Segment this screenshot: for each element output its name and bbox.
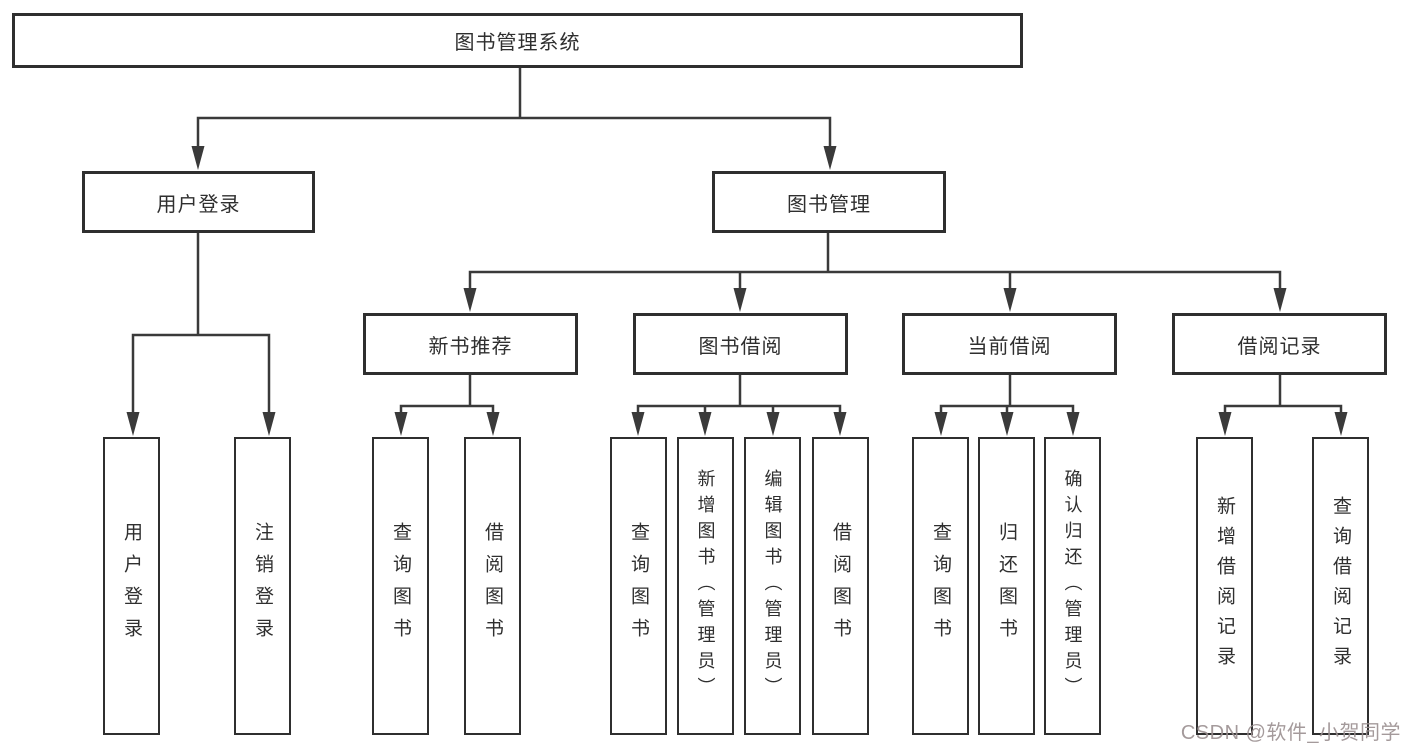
node-user-login: 用户登录	[82, 171, 315, 233]
leaf-query-books-borrowing: 查询图书	[610, 437, 667, 735]
leaf-borrow-books-recommend: 借阅图书	[464, 437, 521, 735]
leaf-logout-login: 注销登录	[234, 437, 291, 735]
node-new-book-recommend: 新书推荐	[363, 313, 578, 375]
watermark: CSDN @软件_小贺同学	[1180, 722, 1401, 744]
leaf-user-login: 用户登录	[103, 437, 160, 735]
leaf-edit-books-admin: 编辑图书（管理员）	[744, 437, 801, 735]
node-borrow-records: 借阅记录	[1172, 313, 1387, 375]
leaf-add-borrow-record: 新增借阅记录	[1196, 437, 1253, 735]
leaf-query-books-current: 查询图书	[912, 437, 969, 735]
leaf-return-books: 归还图书	[978, 437, 1035, 735]
node-book-management: 图书管理	[712, 171, 946, 233]
node-library-management-system: 图书管理系统	[12, 13, 1023, 68]
leaf-borrow-books-borrowing: 借阅图书	[812, 437, 869, 735]
leaf-confirm-return-admin: 确认归还（管理员）	[1044, 437, 1101, 735]
leaf-query-borrow-record: 查询借阅记录	[1312, 437, 1369, 735]
leaf-add-books-admin: 新增图书（管理员）	[677, 437, 734, 735]
node-book-borrowing: 图书借阅	[633, 313, 848, 375]
node-current-borrowing: 当前借阅	[902, 313, 1117, 375]
leaf-query-books-recommend: 查询图书	[372, 437, 429, 735]
